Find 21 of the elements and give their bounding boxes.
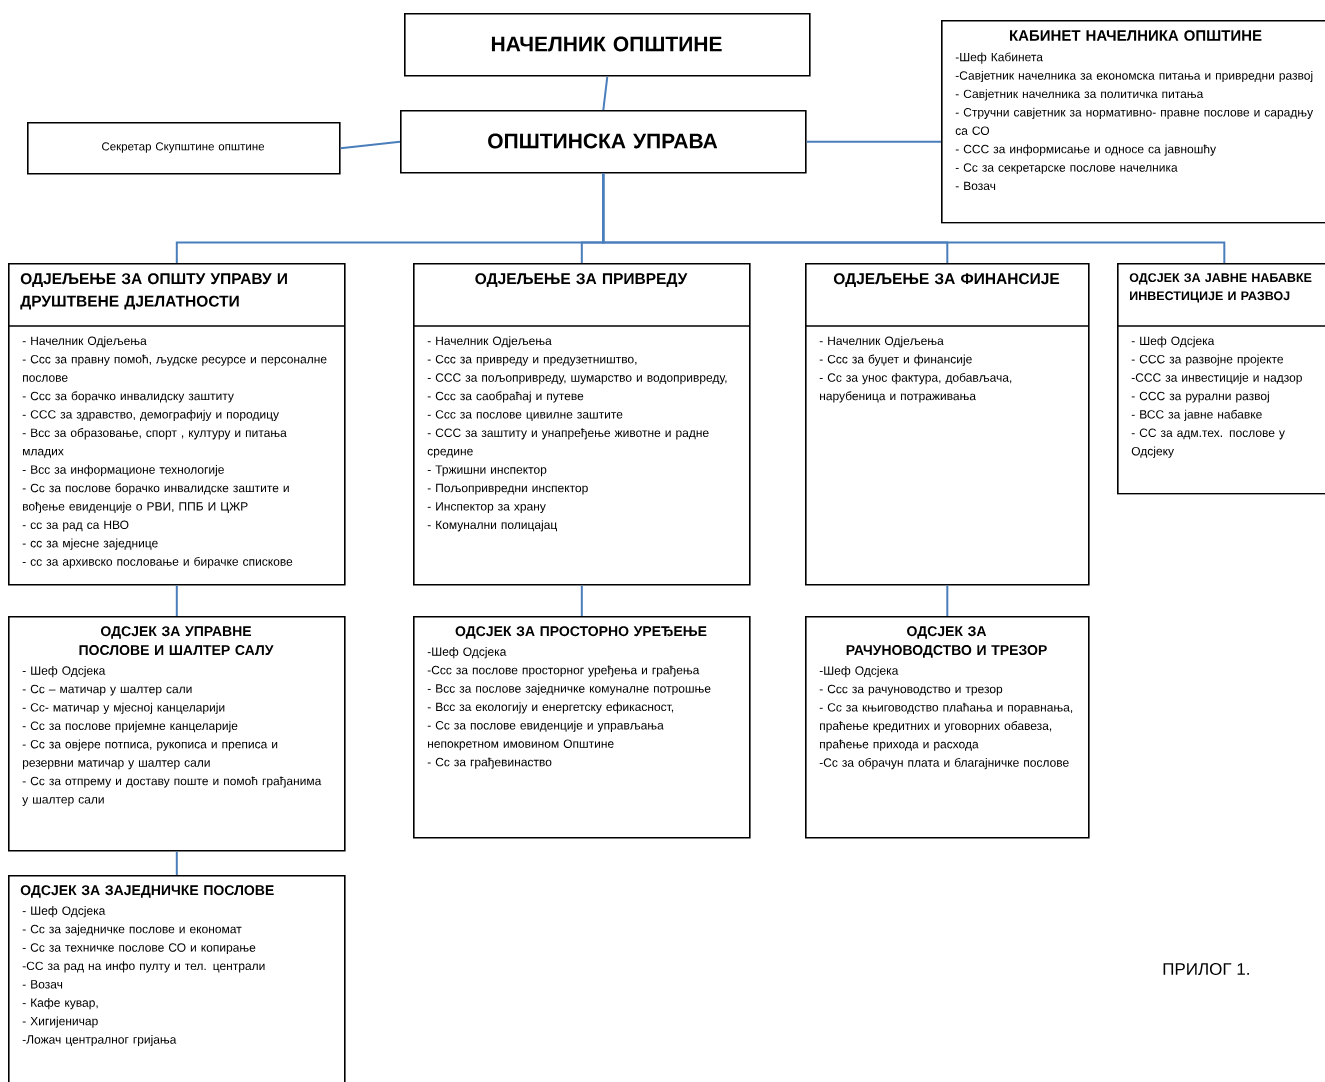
connector-line: [602, 172, 1226, 264]
connector-line: [602, 75, 609, 111]
section-box: ОДСЈЕК ЗА РАЧУНОВОДСТВО И ТРЕЗОР -Шеф Одсјека - Ссс за рачуноводство и трезор - Сс за књиговодство плаћања и поравнања, праћење кредитних и уговорних обавеза, праћење прихода и расхода -Сс за обрачун плата и благајничке послове: [805, 616, 1090, 839]
connector-line: [580, 584, 583, 617]
attachment-label: ПРИЛОГ 1.: [1163, 963, 1249, 976]
connector-line: [339, 140, 401, 150]
section-box: ОДСЈЕК ЗА ПРОСТОРНО УРЕЂЕЊЕ -Шеф Одсјека -Ссс за послове просторног уређења и грађења - Всс за послове заједничке комуналне потрошње - Всс за екологију и енергетску ефикасност, - Сс за послове евиденције и управљања непокретном имовином Општине - Сс за грађевинаство: [413, 616, 751, 839]
department-box: ОДЈЕЉЕЊЕ ЗА ПРИВРЕДУ - Начелник Одјељења - Ссс за привреду и предузетништво, - ССС за пољопривреду, шумарство и водопривреду, - Ссс за саобраћај и путеве - Ссс за послове цивилне заштите - ССС за заштиту и унапређење животне и радне средине - Тржишни инспектор - Пољопривредни инспектор - Инспектор за храну - Комунални полицајац: [412, 263, 751, 586]
cabinet-box: КАБИНЕТ НАЧЕЛНИКА ОПШТИНЕ -Шеф Кабинета -Савјетник начелника за економска питања и привредни развој - Савјетник начелника за политичка питања - Стручни савјетник за нормативно- правне послове и сарадњу са СО - ССС за информисање и односе са јавношћу - Сс за секретарске послове начелника - Возач: [941, 20, 1325, 224]
department-box: ОДЈЕЉЕЊЕ ЗА ОПШТУ УПРАВУ И ДРУШТВЕНЕ ДЈЕЛАТНОСТИ - Начелник Одјељења - Ссс за правну помоћ, људске ресурсе и персоналне послове - Ссс за борачко инвалидску заштиту - ССС за здравство, демографију и породицу - Всс за образовање, спорт , културу и питања младих - Всс за информационе технологије - Сс за послове борачко инвалидске заштите и вођење евиденције о РВИ, ППБ И ЦЖР - сс за рад са НВО - сс за мјесне заједнице - сс за архивско пословање и бирачке спискове: [7, 263, 346, 586]
title-box: ОПШТИНСКА УПРАВА: [400, 110, 807, 174]
department-box: ОДСЈЕК ЗА ЈАВНЕ НАБАВКЕ ИНВЕСТИЦИЈЕ И РАЗВОЈ - Шеф Одсјека - ССС за развојне пројекте -ССС за инвестиције и надзор - ССС за рурални развој - ВСС за јавне набавке - СС за адм.тех. послове у Одсјеку: [1116, 263, 1325, 495]
department-box: ОДЈЕЉЕЊЕ ЗА ФИНАНСИЈЕ - Начелник Одјељења - Ссс за буџет и финансије - Сс за унос фактура, добављача, нарубеница и потраживања: [804, 263, 1090, 586]
connector-line: [805, 140, 942, 143]
office-box: Секретар Скупштине општине: [27, 122, 341, 175]
connector-line: [946, 584, 949, 617]
title-box: НАЧЕЛНИК ОПШТИНЕ: [404, 13, 811, 77]
connector-line: [175, 850, 178, 876]
section-box: ОДСЈЕК ЗА ЗАЈЕДНИЧКЕ ПОСЛОВЕ - Шеф Одсјека - Сс за заједничке послове и економат - Сс за техничке послове СО и копирање -СС за рад на инфо пулту и тел. централи - Возач - Кафе кувар, - Хигијеничар -Ложач централног гријања: [8, 875, 346, 1082]
section-box: ОДСЈЕК ЗА УПРАВНЕ ПОСЛОВЕ И ШАЛТЕР САЛУ - Шеф Одсјека - Сс – матичар у шалтер сали - Сс- матичар у мјесној канцеларији - Сс за послове пријемне канцеларије - Сс за овјере потписа, рукописа и преписа и резервни матичар у шалтер сали - Сс за отпрему и доставу поште и помоћ грађанима у шалтер сали: [8, 616, 346, 852]
connector-line: [175, 584, 178, 617]
